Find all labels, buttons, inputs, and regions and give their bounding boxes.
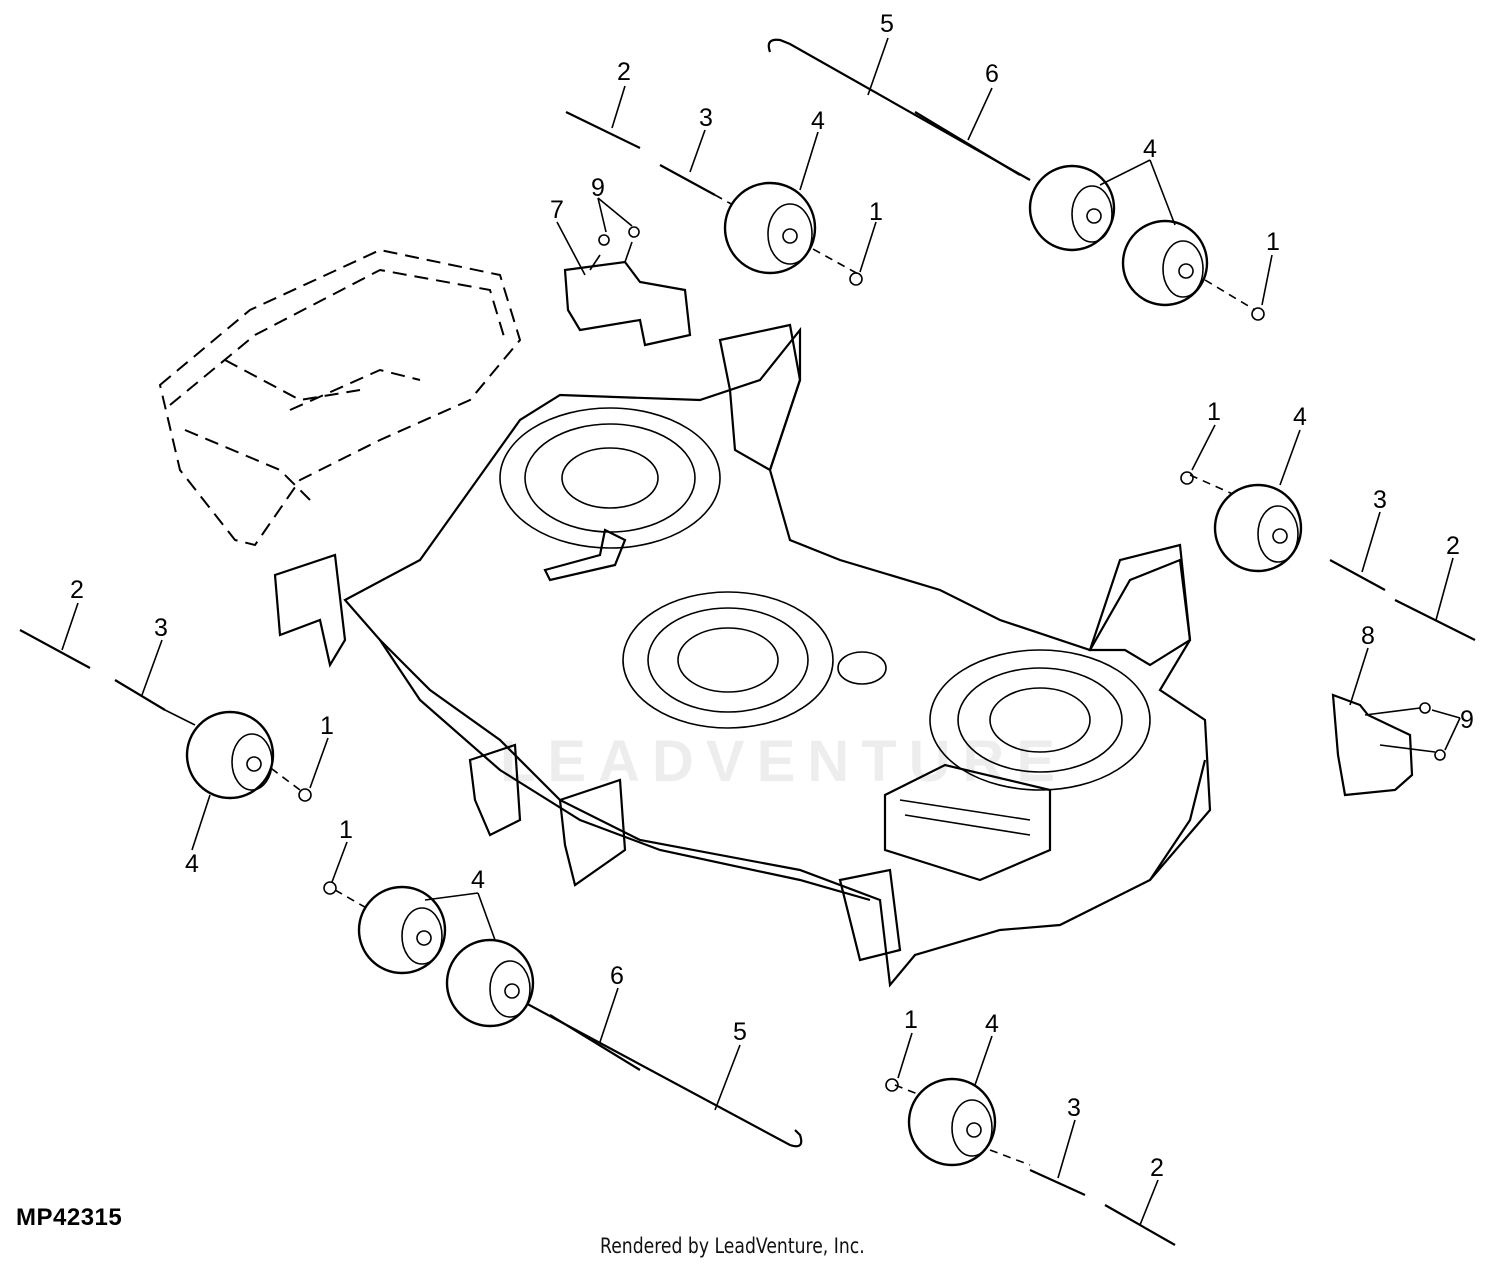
callout-1-topleft: 1 xyxy=(869,198,883,226)
callout-7: 7 xyxy=(550,196,564,224)
callout-5-bottom: 5 xyxy=(733,1018,747,1046)
callout-1-right: 1 xyxy=(1207,398,1221,426)
wheel-bottom-left-2 xyxy=(445,938,535,1028)
callout-5-top: 5 xyxy=(880,10,894,38)
leader-lines xyxy=(61,37,1461,1226)
wheels xyxy=(185,164,1303,1167)
wheel-top-left xyxy=(723,181,817,275)
mower-deck xyxy=(273,323,1212,988)
callout-3-topleft: 3 xyxy=(699,104,713,132)
callout-3-bottomright: 3 xyxy=(1067,1094,1081,1122)
callout-1-bottomright: 1 xyxy=(904,1006,918,1034)
callout-2-bottomright: 2 xyxy=(1150,1154,1164,1182)
callout-3-right: 3 xyxy=(1373,486,1387,514)
callout-2-right: 2 xyxy=(1446,532,1460,560)
wheel-top-right-2 xyxy=(1121,219,1209,307)
wheel-bottom-left-1 xyxy=(357,885,447,975)
callout-9-top: 9 xyxy=(591,174,605,202)
wheel-right xyxy=(1213,483,1303,573)
callout-6-bottom: 6 xyxy=(610,962,624,990)
render-credit: Rendered by LeadVenture, Inc. xyxy=(600,1234,865,1258)
callout-1-topright: 1 xyxy=(1266,228,1280,256)
callout-1-left: 1 xyxy=(320,712,334,740)
figure-id: MP42315 xyxy=(16,1204,123,1231)
nuts xyxy=(298,272,1265,1092)
watermark: LEADVENTURE xyxy=(500,729,1068,794)
callout-9-right: 9 xyxy=(1460,706,1474,734)
callout-4-topleft: 4 xyxy=(811,107,825,135)
callout-4-bottomright: 4 xyxy=(985,1010,999,1038)
callout-6-top: 6 xyxy=(985,60,999,88)
callout-1-bottomleft: 1 xyxy=(339,816,353,844)
callout-2-topleft: 2 xyxy=(617,58,631,86)
discharge-chute xyxy=(158,248,522,547)
axle-hardware xyxy=(19,38,1476,1246)
wheel-bracket-7 xyxy=(563,226,692,347)
callout-3-left: 3 xyxy=(154,614,168,642)
callout-4-right: 4 xyxy=(1293,403,1307,431)
wheel-left xyxy=(185,710,275,800)
callout-8: 8 xyxy=(1361,622,1375,650)
wheel-bracket-8 xyxy=(1331,693,1446,797)
wheel-bottom-right xyxy=(907,1077,997,1167)
callouts: 5 6 4 1 2 3 4 1 9 7 1 4 3 2 8 9 2 3 1 4 … xyxy=(70,10,1474,1182)
callout-4-left: 4 xyxy=(185,850,199,878)
callout-4-topright: 4 xyxy=(1143,135,1157,163)
callout-4-bottomleft: 4 xyxy=(471,866,485,894)
wheel-top-right-1 xyxy=(1028,164,1116,252)
callout-2-left: 2 xyxy=(70,576,84,604)
